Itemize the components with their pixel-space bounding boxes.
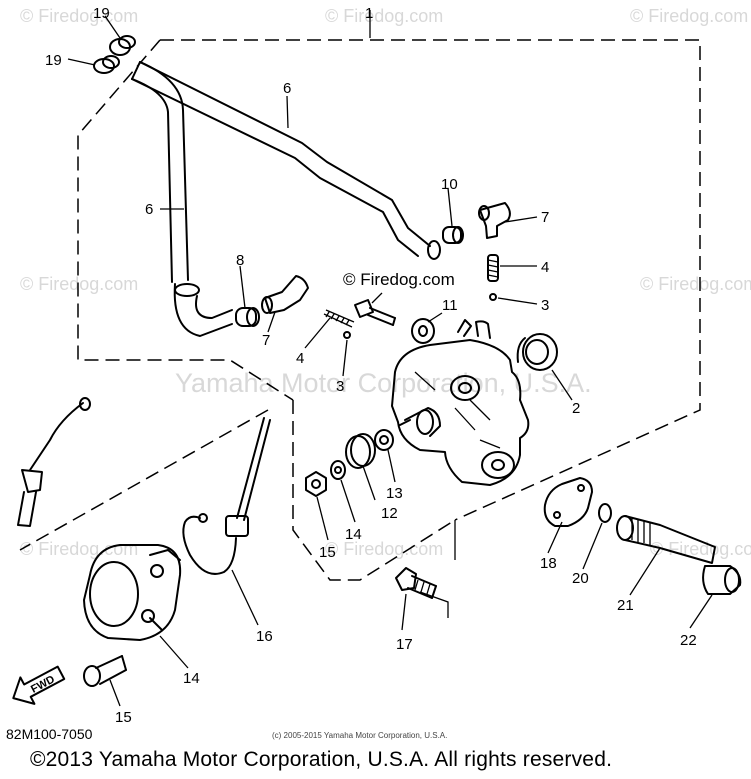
callout-16: 16	[256, 628, 273, 645]
watermarks: © Firedog.com © Firedog.com © Firedog.co…	[20, 6, 751, 559]
callout-19: 19	[45, 52, 62, 69]
washer-12	[330, 460, 346, 480]
cap-19-b	[93, 55, 120, 74]
callout-10: 12	[381, 505, 398, 522]
ball-3-left	[343, 331, 351, 339]
callout-19: 19	[93, 5, 110, 22]
callout-15: 15	[115, 709, 132, 726]
callout-20: 21	[617, 597, 634, 614]
elbow-6-left	[261, 275, 309, 314]
bolt-17	[395, 567, 437, 599]
clip-7-left	[235, 307, 260, 327]
cap-19-a	[109, 35, 136, 56]
callout-7: 10	[441, 176, 458, 193]
callout-3: 3	[336, 378, 344, 395]
callout-4: 4	[541, 259, 549, 276]
callout-3: 3	[541, 297, 549, 314]
callout-2: 2	[572, 400, 580, 417]
watermark: © Firedog.com	[325, 539, 443, 559]
diagram-code: 82M100-7050	[6, 726, 93, 742]
washer-8	[411, 318, 435, 344]
callout-12: 14	[345, 526, 362, 543]
fwd-label: FWD	[29, 673, 57, 695]
clip-7-right	[442, 226, 464, 244]
assembly-outline	[19, 10, 701, 618]
callout-11: 13	[386, 485, 403, 502]
hose-left	[131, 61, 233, 337]
spring-4-right	[487, 254, 499, 282]
watermark: © Firedog.com	[650, 539, 751, 559]
callouts: 19 19 6 6 10 7 8 4 3 11 7 4 3 2 13 12 14…	[45, 5, 697, 726]
watermark: © Firedog.com	[640, 274, 751, 294]
callout-18: 18	[540, 555, 557, 572]
callout-21: 20	[572, 570, 589, 587]
pump-body	[391, 319, 530, 486]
callout-4: 4	[296, 350, 304, 367]
washer-11	[374, 429, 394, 451]
cable-16	[182, 417, 271, 575]
callout-5: 6	[145, 201, 153, 218]
watermark: © Firedog.com	[20, 539, 138, 559]
elbow-6-right	[478, 202, 511, 239]
shaft-20	[616, 515, 716, 564]
callout-1: 1	[365, 5, 373, 22]
background-watermark: Yamaha Motor Corporation, U.S.A.	[175, 368, 592, 398]
callout-5: 6	[283, 80, 291, 97]
o-ring-21	[598, 503, 612, 523]
oil-seal-2	[516, 333, 558, 371]
leader-lines	[67, 15, 713, 707]
plate-10	[345, 433, 376, 469]
callout-8: 11	[442, 297, 458, 314]
callout-14: 14	[183, 670, 200, 687]
callout-6: 7	[262, 332, 270, 349]
small-copyright: (c) 2005-2015 Yamaha Motor Corporation, …	[272, 731, 448, 740]
callout-17: 17	[396, 636, 413, 653]
callout-13: 15	[319, 544, 336, 561]
callout-7: 8	[236, 252, 244, 269]
cap-22	[702, 565, 742, 595]
watermark: © Firedog.com	[20, 6, 138, 26]
cover-14	[83, 544, 182, 641]
hose-upper	[131, 61, 441, 260]
fwd-arrow: FWD	[12, 665, 66, 705]
screw-15	[83, 655, 127, 687]
callout-22: 22	[680, 632, 697, 649]
callout-6: 7	[541, 209, 549, 226]
spring-4-left	[323, 309, 355, 328]
watermark: © Firedog.com	[20, 274, 138, 294]
watermark: © Firedog.com	[630, 6, 748, 26]
sensor-wire	[17, 397, 91, 527]
ball-3-right	[489, 293, 497, 301]
copyright-text: ©2013 Yamaha Motor Corporation, U.S.A. A…	[30, 748, 613, 771]
bolt-small	[354, 299, 396, 326]
nut-13	[305, 471, 327, 497]
center-watermark: © Firedog.com	[343, 270, 455, 289]
watermark: © Firedog.com	[325, 6, 443, 26]
gasket-18	[543, 477, 593, 527]
